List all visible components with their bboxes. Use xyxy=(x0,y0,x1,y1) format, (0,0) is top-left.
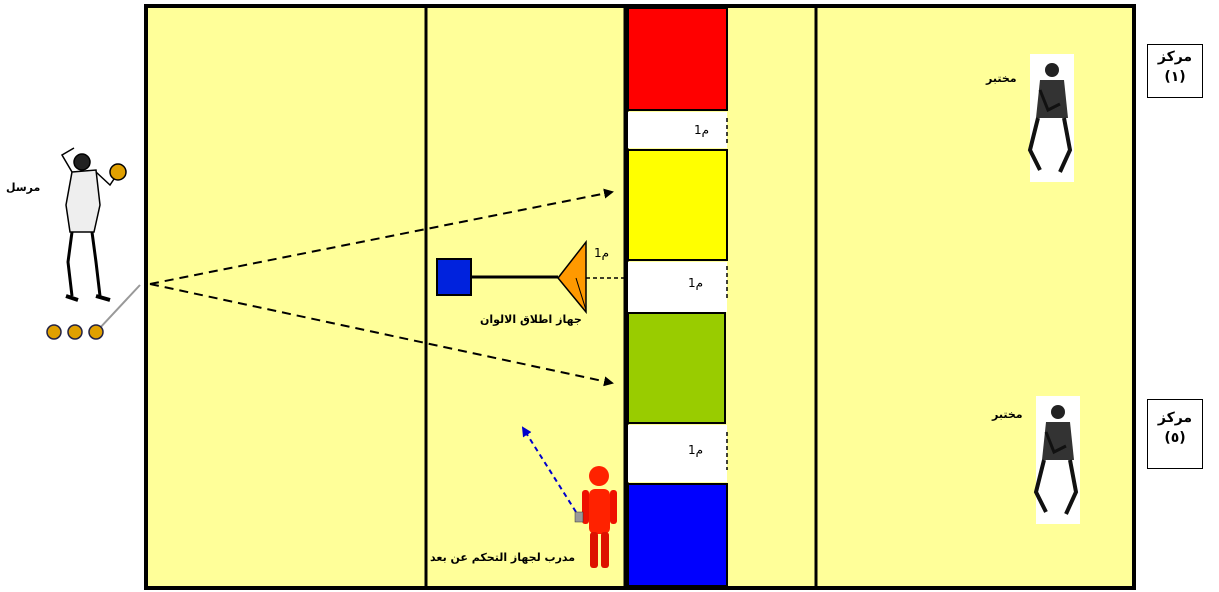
remote-signal-arrow xyxy=(521,426,577,513)
trajectory-upper xyxy=(149,188,614,285)
gap-box-2 xyxy=(628,262,727,312)
distance-label-1: 1م xyxy=(694,123,710,137)
launcher-cone-line xyxy=(575,277,587,311)
gap-box-3 xyxy=(628,425,727,482)
target-zone-blue xyxy=(627,483,728,587)
coach-figure xyxy=(574,466,617,568)
distance-label-launcher: 1م xyxy=(594,246,610,260)
distance-label-2: 1م xyxy=(688,276,704,290)
launcher-cone xyxy=(557,239,587,315)
target-zone-yellow xyxy=(627,149,728,261)
target-zone-green xyxy=(627,312,726,424)
sender-figure xyxy=(60,147,141,331)
gap-box-1 xyxy=(628,112,727,148)
distance-label-3: 1م xyxy=(688,443,704,457)
tester-figure-1 xyxy=(1027,54,1074,182)
position-box-5: مركز (٥) xyxy=(1147,399,1203,469)
position-box-1: مركز (١) xyxy=(1147,44,1203,98)
target-zone-red xyxy=(627,7,728,111)
trajectory-lower xyxy=(149,283,614,387)
tester-figure-2 xyxy=(1033,396,1080,524)
tester-label-2: مختبر xyxy=(992,408,1023,421)
color-device-label: جهاز اطلاق الالوان xyxy=(480,313,582,326)
coach-remote-label: مدرب لجهاز التحكم عن بعد xyxy=(430,551,576,564)
sender-label: مرسل xyxy=(6,181,41,194)
balls xyxy=(46,324,104,340)
position-5-number: (٥) xyxy=(1164,430,1186,446)
tester-label-1: مختبر xyxy=(986,72,1017,85)
launcher-base xyxy=(436,258,472,296)
position-5-title: مركز xyxy=(1157,410,1193,426)
position-1-number: (١) xyxy=(1164,69,1186,85)
position-1-title: مركز xyxy=(1157,49,1193,65)
